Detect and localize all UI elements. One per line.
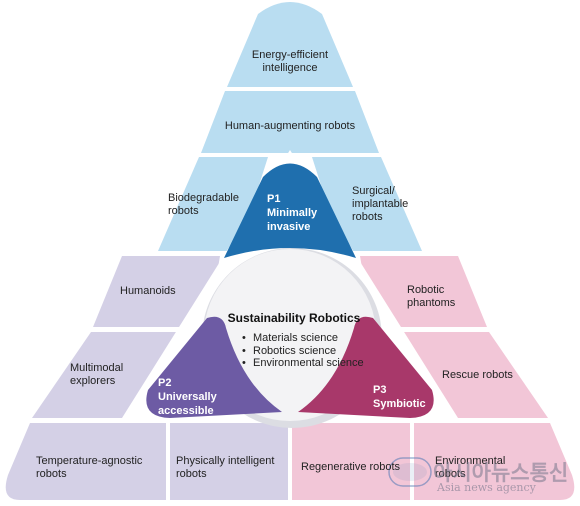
block-regenerative [292, 423, 410, 500]
pillar-p1-label: P1 Minimally invasive [267, 193, 318, 233]
pillar-p2-shape [146, 316, 282, 418]
label-temperature-agnostic: Temperature-agnostic robots [36, 455, 143, 480]
label-regenerative: Regenerative robots [301, 461, 401, 473]
label-physically-intelligent: Physically intelligent robots [176, 455, 275, 480]
watermark-logo-ring [393, 463, 427, 481]
watermark-text: 아시아뉴스통신 [433, 461, 569, 485]
center-item-robotics: Robotics science [242, 345, 364, 358]
label-rescue: Rescue robots [442, 369, 513, 381]
label-biodegradable: Biodegradable robots [168, 192, 239, 217]
block-humanoids [93, 256, 220, 327]
watermark-subtext: Asia news agency [437, 481, 536, 494]
center-title: Sustainability Robotics [227, 311, 361, 325]
label-humanoids: Humanoids [120, 285, 176, 297]
block-energy-efficient [227, 2, 353, 87]
pillar-p3-shape [298, 316, 434, 418]
center-discipline-list: Materials science Robotics science Envir… [242, 332, 364, 370]
label-human-augmenting: Human-augmenting robots [224, 120, 356, 132]
center-item-environmental: Environmental science [242, 357, 364, 370]
pillar-p2-label: P2 Universally accessible [158, 377, 217, 417]
label-surgical: Surgical/ implantable robots [352, 185, 409, 223]
label-energy-efficient: Energy-efficient intelligence [251, 49, 329, 74]
label-multimodal: Multimodal explorers [70, 362, 124, 387]
center-item-materials: Materials science [242, 332, 364, 345]
block-human-augmenting [201, 91, 379, 153]
block-physically-intelligent [170, 423, 288, 500]
block-temperature-agnostic [5, 423, 167, 500]
label-environmental: Environmental robots [435, 455, 506, 480]
pillar-p1-shape [224, 163, 356, 258]
watermark-logo-badge [388, 457, 432, 487]
block-robotic-phantoms [360, 256, 487, 327]
pillar-p3-label: P3 Symbiotic [373, 384, 426, 410]
label-robotic-phantoms: Robotic phantoms [407, 284, 456, 309]
block-environmental [414, 423, 575, 500]
